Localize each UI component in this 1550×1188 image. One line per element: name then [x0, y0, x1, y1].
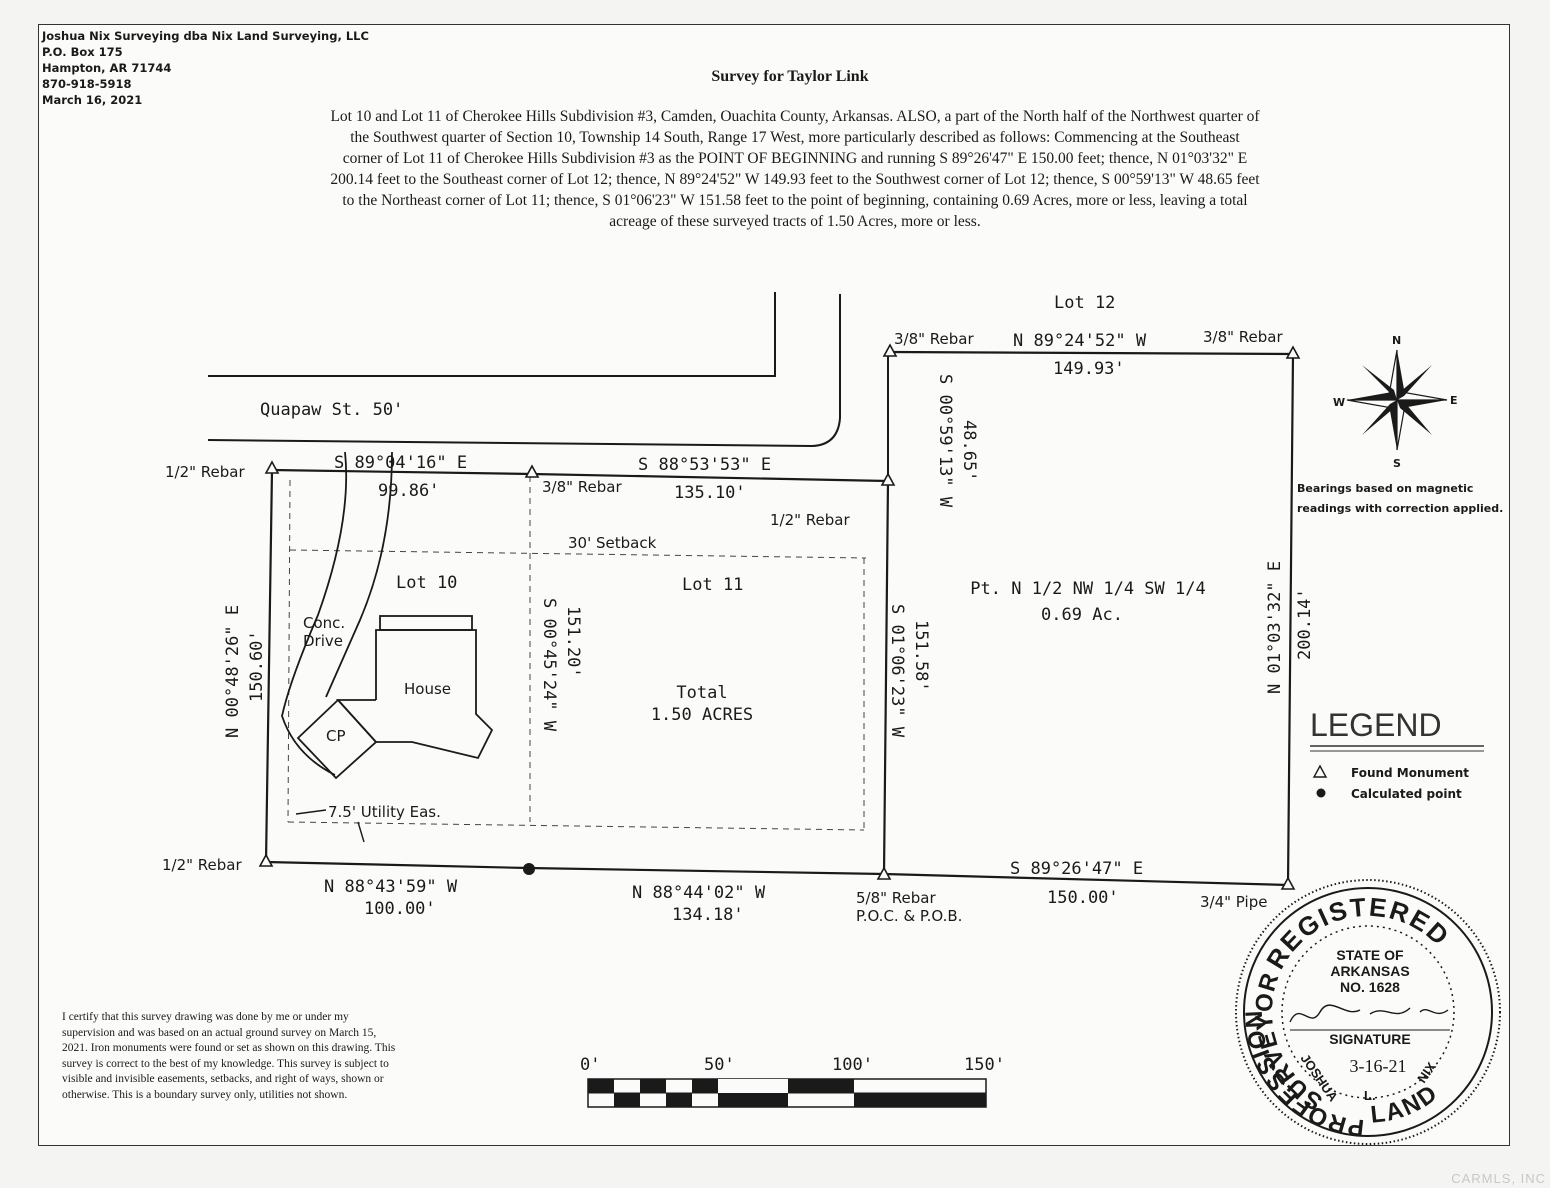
seal-signature-label: SIGNATURE [1329, 1031, 1410, 1047]
seal-state: STATE OF [1336, 947, 1404, 963]
street-lines [207, 292, 889, 482]
total-acres: 1.50 ACRES [651, 705, 753, 725]
distance-label: 149.93' [1053, 359, 1125, 379]
company-block: Joshua Nix Surveying dba Nix Land Survey… [42, 28, 369, 108]
bearing-note: readings with correction applied. [1297, 502, 1503, 515]
bearing-label: N 01°03'32" E [1265, 561, 1285, 694]
monument-icon [882, 343, 898, 357]
scale-tick: 0' [580, 1055, 600, 1075]
monument-label: P.O.C. & P.O.B. [856, 907, 962, 925]
carport-label: CP [326, 727, 346, 745]
scale-bar [587, 1078, 987, 1108]
compass-s: S [1393, 457, 1401, 470]
calculated-point-icon [1316, 788, 1326, 798]
bearing-label: S 89°26'47" E [1010, 859, 1143, 879]
monument-icon [258, 853, 274, 867]
distance-label: 151.58' [911, 620, 931, 692]
compass-n: N [1392, 334, 1401, 347]
monument-label: 3/8" Rebar [894, 330, 974, 348]
distance-label: 99.86' [378, 481, 439, 501]
bearing-note: Bearings based on magnetic [1297, 482, 1473, 495]
company-line: Joshua Nix Surveying dba Nix Land Survey… [42, 29, 369, 43]
monument-label: 1/2" Rebar [770, 511, 850, 529]
bearing-label: N 89°24'52" W [1013, 331, 1147, 351]
company-line: 870-918-5918 [42, 77, 132, 91]
bearing-label: S 88°53'53" E [638, 455, 771, 475]
monument-label: 5/8" Rebar [856, 889, 936, 907]
distance-label: 150.00' [1047, 888, 1119, 908]
house-structure [296, 615, 494, 780]
monument-label: 3/4" Pipe [1200, 893, 1267, 911]
distance-label: 134.18' [672, 905, 744, 925]
seal-left: PROFESSIONAL [0, 0, 1364, 1141]
bearing-label: S 00°59'13" W [935, 374, 955, 508]
parcel-label: Pt. N 1/2 NW 1/4 SW 1/4 [970, 579, 1205, 599]
concrete-drive [281, 451, 393, 776]
drive-label: Drive [303, 632, 343, 650]
utility-arrow [295, 809, 365, 843]
legend-calculated: Calculated point [1351, 787, 1462, 801]
distance-label: 150.60' [247, 630, 267, 702]
company-line: Hampton, AR 71744 [42, 61, 172, 75]
total-label: Total [676, 683, 727, 703]
compass-e: E [1450, 394, 1458, 407]
found-monuments [258, 343, 1301, 890]
watermark: CARMLS, INC [1451, 1171, 1546, 1186]
monument-label: 1/2" Rebar [165, 463, 245, 481]
compass-w: W [1333, 396, 1345, 409]
company-line: P.O. Box 175 [42, 45, 123, 59]
seal-name: L. [1364, 1088, 1376, 1103]
handwritten-signature [1289, 1004, 1449, 1023]
distance-label: 151.20' [563, 606, 583, 678]
monument-icon [264, 460, 280, 474]
parcel-acres: 0.69 Ac. [1041, 605, 1123, 625]
distance-label: 200.14' [1295, 588, 1315, 660]
monument-icon [1280, 876, 1296, 890]
house-label: House [404, 680, 451, 698]
found-monument-icon [1312, 764, 1328, 778]
company-line: March 16, 2021 [42, 93, 143, 107]
monument-icon [876, 866, 892, 880]
distance-label: 135.10' [674, 483, 746, 503]
scale-tick: 100' [832, 1055, 873, 1075]
svg-text:PROFESSIONAL: PROFESSIONAL [0, 0, 1364, 1141]
drive-label: Conc. [303, 614, 345, 632]
monument-label: 3/8" Rebar [1203, 328, 1283, 346]
lot11-label: Lot 11 [682, 575, 743, 595]
monument-icon [524, 464, 540, 478]
scale-tick: 50' [704, 1055, 735, 1075]
distance-label: 48.65' [959, 420, 979, 481]
setback-lines [287, 476, 867, 831]
calculated-point [523, 863, 535, 875]
certification-text: I certify that this survey drawing was d… [62, 1011, 396, 1101]
bearing-label: S 00°45'24" W [539, 598, 559, 732]
seal-state: ARKANSAS [1330, 963, 1409, 979]
monument-icon [1285, 345, 1301, 359]
seal-date: 3-16-21 [1350, 1056, 1407, 1076]
compass-rose-icon [1346, 349, 1448, 451]
street-label: Quapaw St. 50' [260, 400, 403, 420]
setback-label: 30' Setback [568, 534, 657, 552]
bearing-label: N 88°43'59" W [324, 877, 458, 897]
monument-label: 3/8" Rebar [542, 478, 622, 496]
survey-title: Survey for Taylor Link [711, 68, 869, 85]
bearing-label: S 01°06'23" W [887, 604, 907, 738]
distance-label: 100.00' [364, 899, 436, 919]
bearing-label: N 88°44'02" W [632, 883, 766, 903]
monument-label: 1/2" Rebar [162, 856, 242, 874]
lot12-label: Lot 12 [1054, 293, 1115, 313]
bearing-label: S 89°04'16" E [334, 453, 467, 473]
scale-tick: 150' [964, 1055, 1005, 1075]
bearing-label: N 00°48'26" E [223, 605, 243, 738]
utility-label: 7.5' Utility Eas. [328, 803, 441, 821]
seal-number: NO. 1628 [1340, 979, 1400, 995]
legend-title: LEGEND [1310, 707, 1442, 743]
legal-description: Lot 10 and Lot 11 of Cherokee Hills Subd… [330, 108, 1260, 230]
lot10-label: Lot 10 [396, 573, 457, 593]
legend-found: Found Monument [1351, 766, 1469, 780]
monument-icon [880, 472, 896, 486]
